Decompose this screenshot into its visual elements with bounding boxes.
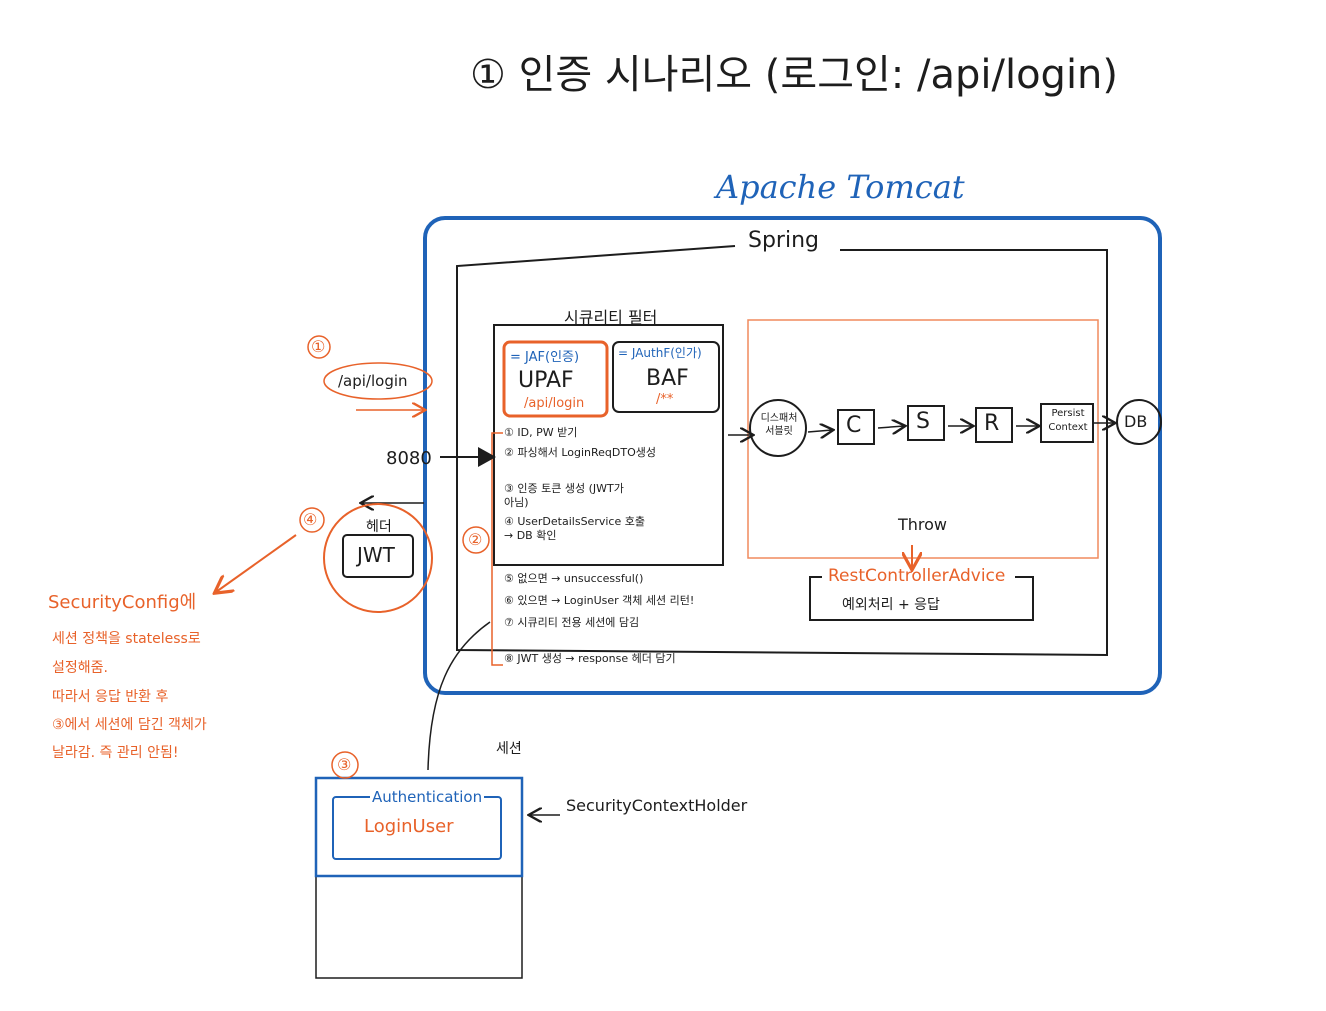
security-filter-label: 시큐리티 필터 bbox=[564, 308, 658, 327]
baf-url: /** bbox=[656, 392, 674, 407]
repository-node bbox=[975, 407, 1013, 443]
throw-label: Throw bbox=[898, 515, 948, 534]
db-label: DB bbox=[1124, 412, 1148, 431]
dispatcher-circle bbox=[749, 399, 807, 457]
advice-desc: 예외처리 + 응답 bbox=[842, 597, 940, 613]
step-8: ⑧ JWT 생성 → response 헤더 담기 bbox=[504, 652, 676, 665]
step-3: ③ 인증 토큰 생성 (JWT가 아님) bbox=[504, 482, 624, 509]
upaf-box bbox=[502, 340, 609, 418]
session-store-box bbox=[315, 777, 523, 979]
response-header-label: 헤더 bbox=[366, 519, 392, 535]
step-5: ⑤ 없으면 → unsuccessful() bbox=[504, 572, 644, 585]
service-label: S bbox=[916, 409, 930, 434]
security-context-region bbox=[314, 776, 524, 878]
tomcat-label: Apache Tomcat bbox=[716, 168, 965, 206]
request-num-circle bbox=[307, 335, 331, 359]
step-6: ⑥ 있으면 → LoginUser 객체 세션 리턴! bbox=[504, 594, 695, 607]
repository-label: R bbox=[984, 411, 1000, 436]
controller-label: C bbox=[846, 413, 862, 438]
context-holder-label: SecurityContextHolder bbox=[566, 796, 748, 815]
response-jwt-circle bbox=[323, 503, 433, 613]
step-2: ② 파싱해서 LoginReqDTO생성 bbox=[504, 446, 656, 459]
authentication-label: Authentication bbox=[370, 788, 485, 806]
baf-box bbox=[612, 341, 720, 413]
note-line-1: 세션 정책을 stateless로 bbox=[52, 631, 201, 647]
db-circle bbox=[1116, 399, 1162, 445]
step-7: ⑦ 시큐리티 전용 세션에 담김 bbox=[504, 616, 640, 629]
session-label: 세션 bbox=[496, 741, 522, 757]
advice-box bbox=[809, 576, 1034, 621]
baf-label: BAF bbox=[646, 366, 689, 391]
advice-label: RestControllerAdvice bbox=[828, 566, 1006, 586]
security-filter-box bbox=[493, 324, 724, 566]
jaf-tag: = JAF(인증) bbox=[510, 350, 580, 365]
login-user-label: LoginUser bbox=[364, 816, 454, 837]
jwt-label: JWT bbox=[357, 543, 395, 567]
session-connector bbox=[427, 621, 491, 771]
session-num: ③ bbox=[337, 755, 352, 774]
request-url-ellipse bbox=[323, 362, 433, 400]
step-4: ④ UserDetailsService 호출 → DB 확인 bbox=[504, 515, 645, 542]
page-title: ① 인증 시나리오 (로그인: /api/login) bbox=[470, 52, 1119, 98]
response-num: ④ bbox=[303, 510, 318, 529]
step2-num: ② bbox=[468, 530, 483, 549]
spring-box bbox=[456, 245, 1108, 657]
persist-context-label: Persist Context bbox=[1048, 408, 1088, 433]
upaf-url: /api/login bbox=[524, 396, 585, 411]
request-num: ① bbox=[311, 337, 326, 356]
jauthf-tag: = JAuthF(인가) bbox=[618, 346, 702, 360]
port-label: 8080 bbox=[386, 448, 432, 469]
controller-node bbox=[837, 409, 875, 445]
step2-num-circle bbox=[462, 526, 490, 554]
service-node bbox=[907, 405, 945, 441]
request-url: /api/login bbox=[338, 372, 408, 390]
note-line-4: ③에서 세션에 담긴 객체가 bbox=[52, 717, 207, 733]
upaf-label: UPAF bbox=[518, 368, 574, 393]
note-line-2: 설정해줌. bbox=[52, 660, 108, 676]
session-num-circle bbox=[331, 751, 359, 779]
step-1: ① ID, PW 받기 bbox=[504, 426, 578, 439]
persist-context-node bbox=[1040, 403, 1094, 443]
spring-label: Spring bbox=[748, 228, 819, 253]
jwt-box bbox=[342, 534, 414, 578]
note-line-3: 따라서 응답 반환 후 bbox=[52, 689, 169, 705]
note-title: SecurityConfig에 bbox=[48, 592, 197, 613]
dispatcher-label: 디스패처 서블릿 bbox=[760, 413, 798, 437]
response-num-circle bbox=[299, 507, 325, 533]
tomcat-box bbox=[423, 216, 1162, 695]
steps-bracket bbox=[491, 432, 503, 666]
note-line-5: 날라감. 즉 관리 안됨! bbox=[52, 745, 179, 761]
